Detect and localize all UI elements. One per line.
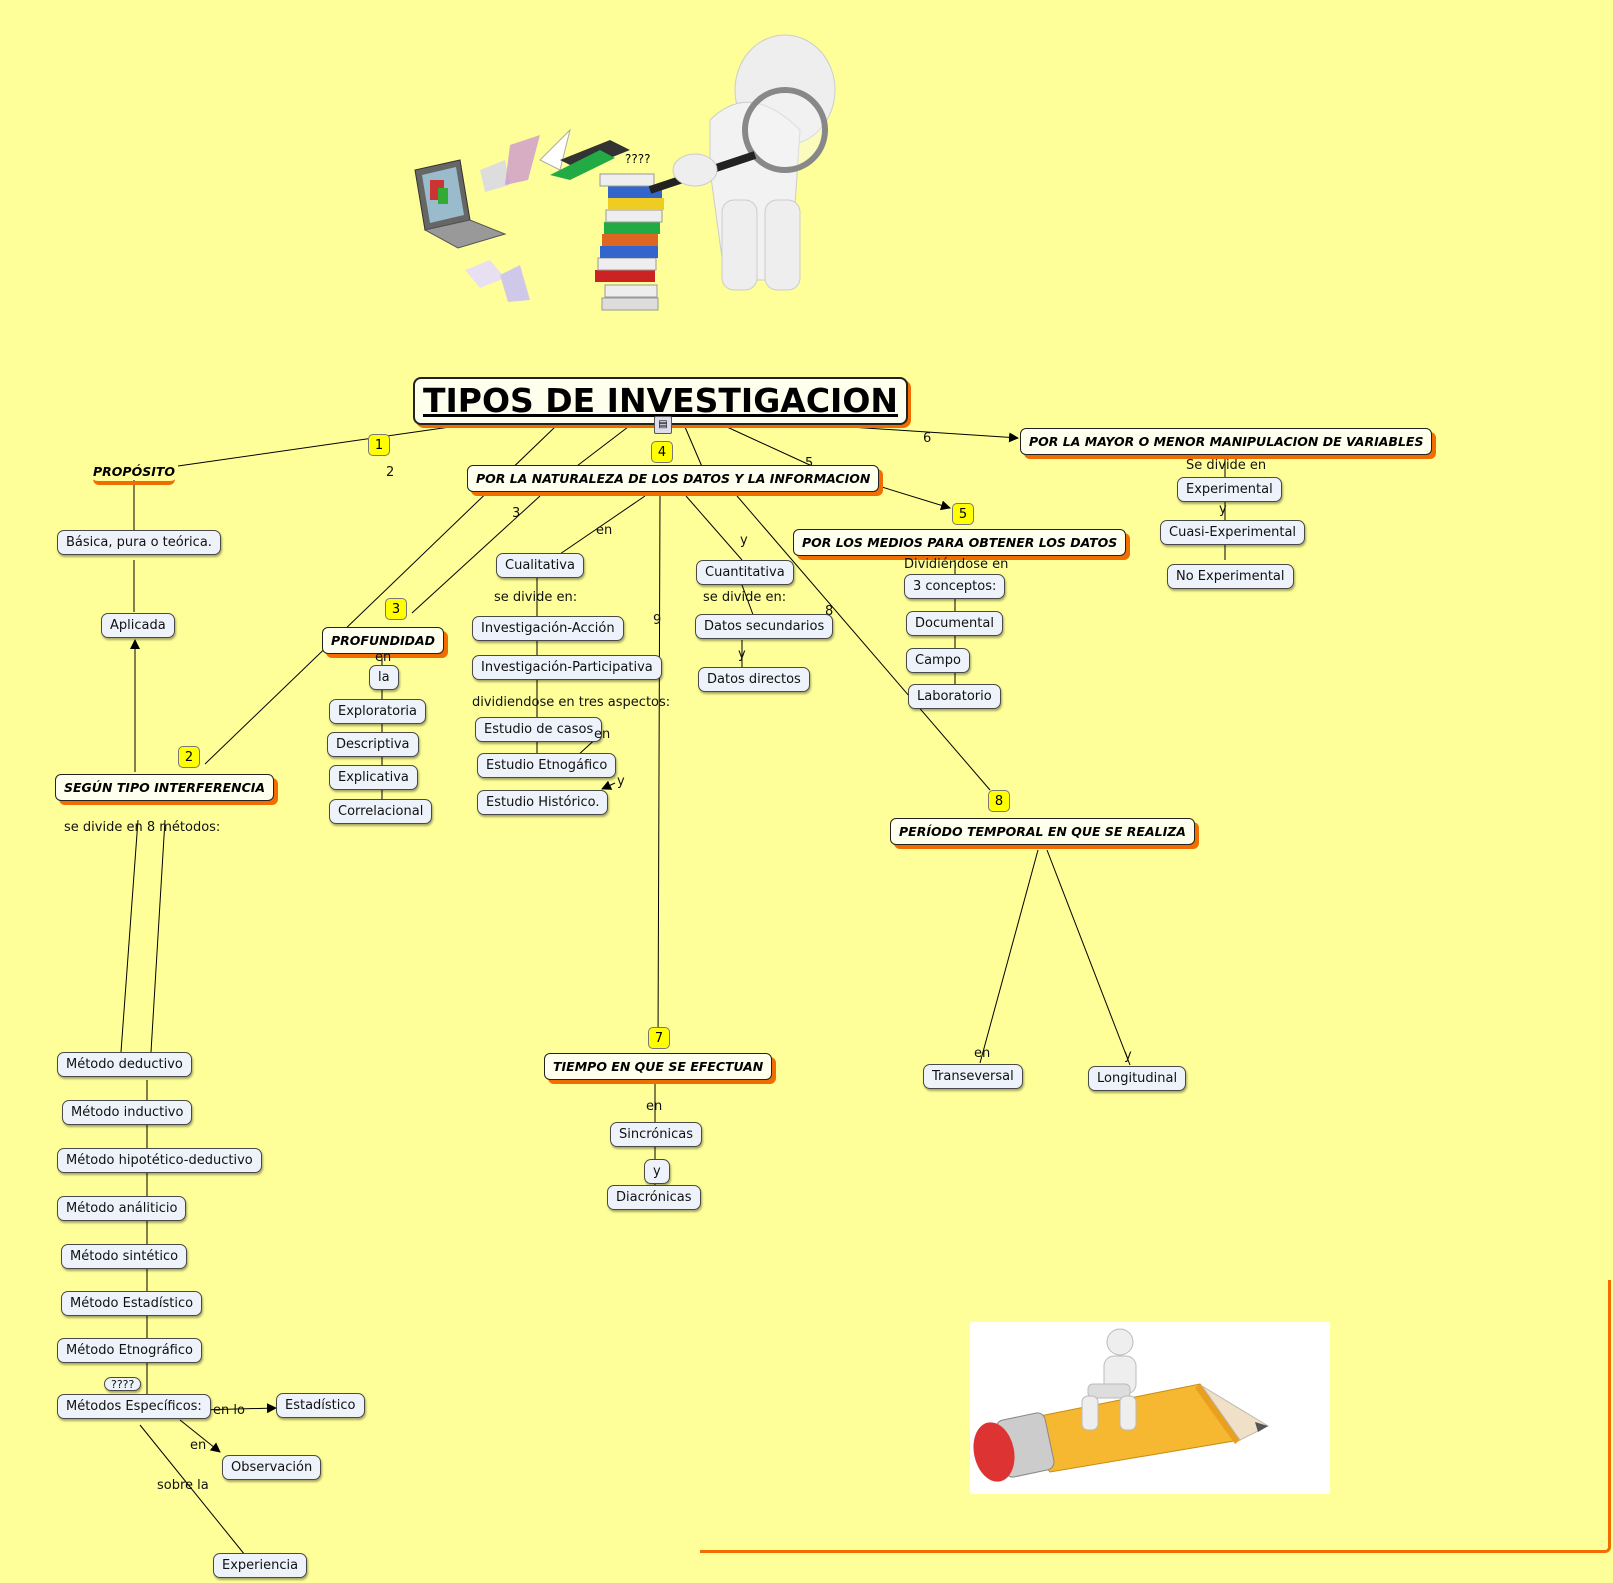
node-laboratorio[interactable]: Laboratorio [908,684,1001,709]
line-label-2: 2 [386,465,395,480]
node-campo[interactable]: Campo [906,648,970,673]
badge-8: 8 [988,790,1010,812]
node-estudio-casos[interactable]: Estudio de casos [475,717,603,742]
line-label-9: 9 [653,613,662,628]
node-estudio-historico[interactable]: Estudio Histórico. [477,790,609,815]
link-cual-divide: se divide en: [494,590,578,605]
node-cuasi-experimental[interactable]: Cuasi-Experimental [1160,520,1306,545]
line-label-3: 3 [512,506,521,521]
node-la[interactable]: la [369,665,399,690]
node-3-conceptos[interactable]: 3 conceptos: [904,574,1006,599]
node-metodo-analitico[interactable]: Método análiticio [57,1196,187,1221]
node-metodo-inductivo[interactable]: Método inductivo [62,1100,193,1125]
link-cuant-divide: se divide en: [703,590,787,605]
link-tiempo: en [646,1099,663,1114]
node-experiencia[interactable]: Experiencia [213,1553,308,1578]
link-medios: Dividiéndose en [904,557,1009,572]
link-interferencia: se divide en 8 métodos: [64,820,221,835]
node-descriptiva[interactable]: Descriptiva [327,732,419,757]
link-manipulacion-y: y [1219,502,1227,517]
category-profundidad[interactable]: PROFUNDIDAD [322,627,445,654]
line-label-8: 8 [825,604,834,619]
category-periodo[interactable]: PERÍODO TEMPORAL EN QUE SE REALIZA [890,818,1195,845]
node-investigacion-accion[interactable]: Investigación-Acción [472,616,624,641]
note-icon[interactable]: ▤ [654,416,672,434]
link-periodo-en: en [974,1046,991,1061]
category-tiempo[interactable]: TIEMPO EN QUE SE EFECTUAN [544,1053,773,1080]
node-transeversal[interactable]: Transeversal [923,1064,1023,1089]
badge-3: 3 [385,598,407,620]
link-manipulacion: Se divide en [1186,458,1267,473]
node-datos-secundarios[interactable]: Datos secundarios [695,614,834,639]
node-datos-directos[interactable]: Datos directos [698,667,810,692]
node-cualitativa[interactable]: Cualitativa [496,553,584,578]
bottom-frame [700,1280,1611,1553]
node-metodo-hipotetico[interactable]: Método hipotético-deductivo [57,1148,262,1173]
node-explicativa[interactable]: Explicativa [329,765,418,790]
link-profundidad-en: en [375,650,392,665]
badge-2: 2 [178,746,200,768]
category-naturaleza[interactable]: POR LA NATURALEZA DE LOS DATOS Y LA INFO… [467,465,880,492]
node-documental[interactable]: Documental [906,611,1003,636]
badge-1: 1 [368,434,390,456]
node-experimental[interactable]: Experimental [1177,477,1282,502]
badge-7: 7 [648,1027,670,1049]
node-metodo-estadistico[interactable]: Método Estadístico [61,1291,203,1316]
badge-4: 4 [651,441,673,463]
line-label-5: 5 [805,456,814,471]
illustration-caption: ???? [625,152,650,166]
node-tiempo-y[interactable]: y [644,1159,670,1184]
node-exploratoria[interactable]: Exploratoria [329,699,427,724]
node-metodos-especificos[interactable]: Métodos Específicos: [57,1394,211,1419]
link-en-lo: en lo [213,1403,245,1418]
node-investigacion-participativa[interactable]: Investigación-Participativa [472,655,662,680]
node-no-experimental[interactable]: No Experimental [1167,564,1294,589]
node-hidden[interactable]: ???? [104,1377,142,1391]
node-longitudinal[interactable]: Longitudinal [1088,1066,1187,1091]
node-estudio-etnografico[interactable]: Estudio Etnogáfico [477,753,617,778]
link-aspects-en: en [594,727,611,742]
node-diacronicas[interactable]: Diacrónicas [607,1185,701,1210]
link-cuant-y: y [738,647,746,662]
node-metodo-deductivo[interactable]: Método deductivo [57,1052,192,1077]
pencil-illustration [970,1322,1330,1494]
node-metodo-sintetico[interactable]: Método sintético [61,1244,188,1269]
node-correlacional[interactable]: Correlacional [329,799,433,824]
link-periodo-y: y [1124,1048,1132,1063]
node-observacion[interactable]: Observación [222,1455,322,1480]
node-aplicada[interactable]: Aplicada [101,613,175,638]
category-medios[interactable]: POR LOS MEDIOS PARA OBTENER LOS DATOS [793,529,1127,556]
link-sobre-la: sobre la [157,1478,209,1493]
link-aspects: dividiendose en tres aspectos: [472,695,671,710]
node-cuantitativa[interactable]: Cuantitativa [696,560,794,585]
node-sincronicas[interactable]: Sincrónicas [610,1122,703,1147]
category-manipulacion[interactable]: POR LA MAYOR O MENOR MANIPULACION DE VAR… [1020,428,1433,455]
node-metodo-etnografico[interactable]: Método Etnográfico [57,1338,202,1363]
link-aspects-y: y [617,774,625,789]
node-basica[interactable]: Básica, pura o teórica. [57,530,221,555]
category-proposito[interactable]: PROPÓSITO [93,464,176,485]
link-naturaleza-en: en [596,523,613,538]
badge-5: 5 [952,503,974,525]
line-label-6: 6 [923,431,932,446]
link-naturaleza-y: y [740,533,748,548]
link-en: en [190,1438,207,1453]
node-estadistico[interactable]: Estadístico [276,1393,365,1418]
researcher-illustration: ???? [414,34,836,311]
category-interferencia[interactable]: SEGÚN TIPO INTERFERENCIA [55,774,275,801]
